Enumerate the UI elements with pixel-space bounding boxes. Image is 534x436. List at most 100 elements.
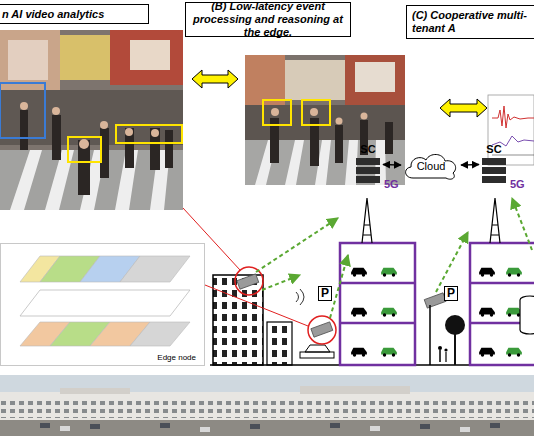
street-photo-left-part-part [78, 140, 90, 195]
campus-panorama-part [60, 388, 130, 394]
street-photo-left-part [20, 110, 173, 195]
edge-node-box: Edge node [0, 243, 205, 366]
edge-node-layers-part [130, 322, 190, 346]
smart-city-part-part [237, 274, 259, 289]
smart-city-part [479, 268, 495, 277]
street-photo-middle-part-part [385, 122, 393, 154]
street-photo-left-part [0, 30, 60, 90]
campus-panorama-part-part [370, 426, 380, 431]
smart-city-part [340, 322, 415, 325]
smart-city-part [438, 346, 442, 350]
smart-city-part [520, 296, 534, 334]
smart-city-part [470, 282, 534, 285]
link-arrow [383, 164, 401, 166]
node-text: SC [486, 143, 501, 155]
campus-panorama-part-part [330, 423, 340, 428]
street-photo-left-part [0, 83, 45, 138]
street-photo-left-part-part [150, 128, 160, 170]
panel-heading: n AI video analytics [0, 4, 149, 24]
smart-city-part-part [262, 275, 300, 290]
panel-heading: (B) Low-latency event processing and rea… [185, 2, 351, 37]
campus-panorama-part-part [200, 427, 210, 432]
parking-sign: P [318, 286, 332, 301]
smart-city-part [256, 198, 532, 318]
smart-city-part [351, 308, 367, 317]
smart-city-part [381, 348, 397, 357]
campus-panorama-part-part [490, 423, 500, 428]
street-photo-middle-part-part [271, 108, 279, 116]
street-photo-middle-part-part [361, 113, 368, 120]
smart-city-part [479, 348, 495, 357]
street-photo-middle-part [271, 108, 368, 125]
cloud-shape [406, 154, 456, 179]
street-photo-left-part-part [125, 128, 134, 168]
smart-city-part [470, 243, 534, 365]
street-photo-middle-part-part [336, 118, 343, 125]
campus-panorama-part [0, 375, 534, 436]
smart-city-part-part [512, 198, 532, 250]
smart-city-part [308, 316, 336, 344]
node-text: n AI video analytics [2, 8, 104, 21]
campus-panorama-part-part [60, 426, 70, 431]
smart-city-part [444, 348, 447, 351]
double-arrow [192, 70, 238, 88]
smart-city-part-part [256, 218, 338, 272]
campus-panorama-part [0, 420, 534, 436]
link-arrow [461, 164, 479, 166]
edge-node-layers-part [20, 290, 190, 316]
server-node: SC [353, 143, 383, 185]
edge-node-layers-part [120, 256, 190, 282]
smart-city-part [490, 198, 500, 243]
smart-city-part [429, 305, 431, 365]
smart-city-part [183, 208, 240, 270]
node-text: Edge node [157, 353, 196, 362]
street-photo-left-part-part [100, 121, 108, 129]
campus-panorama-part-part [420, 424, 430, 429]
street-photo-left-part-part [52, 115, 61, 160]
smart-city-part [381, 268, 397, 277]
smart-city [183, 158, 534, 365]
campus-panorama-part [60, 426, 470, 432]
campus-panorama-part-part [90, 424, 100, 429]
network-label: 5G [510, 178, 525, 190]
campus-panorama-part [40, 423, 500, 429]
panel-heading: (C) Cooperative multi-tenant A [406, 5, 534, 39]
node-text: (C) Cooperative multi-tenant A [412, 9, 534, 35]
smart-city-part-part [356, 158, 380, 165]
smart-city-part [296, 289, 304, 305]
smart-city-part-part [424, 293, 446, 308]
smart-city-part-part [482, 176, 506, 183]
street-photo-left-part [0, 30, 183, 210]
smart-city-part [362, 198, 372, 243]
street-photo-left-part-part [20, 110, 28, 150]
street-photo-middle-part [345, 55, 405, 105]
street-photo-middle-part [302, 100, 330, 125]
street-photo-middle-part [285, 60, 345, 100]
smart-city-part [479, 308, 495, 317]
street-photo-left-part-part [165, 130, 173, 168]
smart-city-part [506, 268, 522, 277]
street-photo-middle [245, 55, 405, 185]
campus-panorama [0, 375, 534, 436]
street-photo-left-part [60, 35, 110, 80]
street-photo-middle-part [263, 100, 291, 125]
street-photo-middle-part-part [335, 125, 343, 163]
smart-city-part [340, 243, 415, 365]
smart-city-part [340, 282, 415, 285]
campus-panorama-part-part [250, 424, 260, 429]
street-photo-middle-part [245, 55, 285, 105]
smart-city-part-part [482, 158, 506, 165]
double-arrow [440, 99, 487, 117]
smart-city-part [205, 285, 308, 326]
smart-city-part [356, 158, 506, 183]
street-photo-left-part [110, 30, 183, 85]
campus-panorama-part [0, 392, 534, 422]
smart-city-part [454, 330, 456, 365]
smart-city-part [506, 348, 522, 357]
cloud-node: Cloud [401, 150, 461, 182]
campus-panorama-part-part [460, 427, 470, 432]
server-node: SC [479, 143, 509, 185]
